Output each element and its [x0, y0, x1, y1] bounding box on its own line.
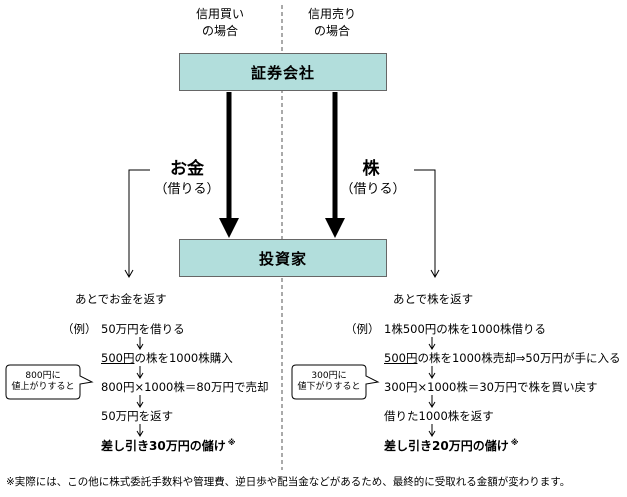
header-credit-sell: 信用売り の場合 — [302, 6, 362, 40]
left-callout-text: 800円に 値上がりすると — [6, 371, 80, 393]
left-step2: 500円の株を1000株購入 — [101, 350, 233, 366]
left-result-text: 差し引き30万円の儲け — [101, 439, 226, 453]
right-callout-line1: 300円に — [311, 371, 347, 381]
right-step2-rest: の株を1000株売却⇒50万円が手に入る — [417, 351, 621, 365]
right-result: 差し引き20万円の儲け※ — [384, 437, 518, 454]
right-result-mark: ※ — [510, 438, 519, 447]
right-callout-text: 300円に 値下がりすると — [292, 371, 366, 393]
money-thick-arrow — [219, 92, 239, 238]
left-result-mark: ※ — [227, 438, 236, 447]
left-callout-line2: 値上がりすると — [11, 382, 75, 392]
right-example-prefix: （例） — [345, 322, 380, 336]
right-return-arrow — [414, 169, 436, 276]
money-sublabel: （借りる） — [154, 182, 220, 197]
header-left-line2: の場合 — [201, 24, 238, 38]
investor-box: 投資家 — [179, 239, 387, 277]
right-step2: 500円の株を1000株売却⇒50万円が手に入る — [384, 350, 621, 366]
left-callout-bubble — [5, 364, 94, 400]
stock-sublabel: （借りる） — [340, 182, 406, 197]
left-step4: 50万円を返す — [101, 409, 174, 423]
header-right-line2: の場合 — [313, 24, 350, 38]
securities-company-box: 証券会社 — [179, 53, 387, 91]
right-step4: 借りた1000株を返す — [384, 409, 494, 423]
left-step1: 50万円を借りる — [101, 322, 185, 336]
money-label: お金 — [170, 159, 204, 179]
left-step3: 800円×1000株＝80万円で売却 — [101, 380, 269, 394]
stock-thick-arrow — [325, 92, 345, 238]
left-step2-rest: の株を1000株購入 — [134, 351, 233, 365]
right-step-arrows — [428, 337, 436, 437]
footnote: ※実際には、この他に株式委託手数料や管理費、逆日歩や配当金などがあるため、最終的… — [6, 476, 571, 488]
right-step2-price: 500円 — [384, 351, 418, 365]
right-step3: 300円×1000株＝30万円で株を買い戻す — [384, 380, 598, 394]
left-step2-price: 500円 — [101, 351, 135, 365]
left-return-arrow — [128, 169, 150, 276]
right-callout-bubble — [291, 364, 380, 400]
left-result: 差し引き30万円の儲け※ — [101, 437, 235, 454]
header-right-line1: 信用売り — [307, 7, 356, 21]
header-credit-buy: 信用買い の場合 — [190, 6, 250, 40]
left-return-text: あとでお金を返す — [75, 292, 167, 306]
left-example-prefix: （例） — [62, 322, 97, 336]
header-left-line1: 信用買い — [195, 7, 244, 21]
right-step1: 1株500円の株を1000株借りる — [384, 322, 547, 336]
right-callout-line2: 値下がりすると — [297, 382, 361, 392]
stock-label: 株 — [362, 159, 380, 179]
right-result-text: 差し引き20万円の儲け — [384, 439, 509, 453]
left-callout-line1: 800円に — [25, 371, 61, 381]
left-step-arrows — [136, 337, 144, 437]
right-return-text: あとで株を返す — [393, 292, 474, 306]
